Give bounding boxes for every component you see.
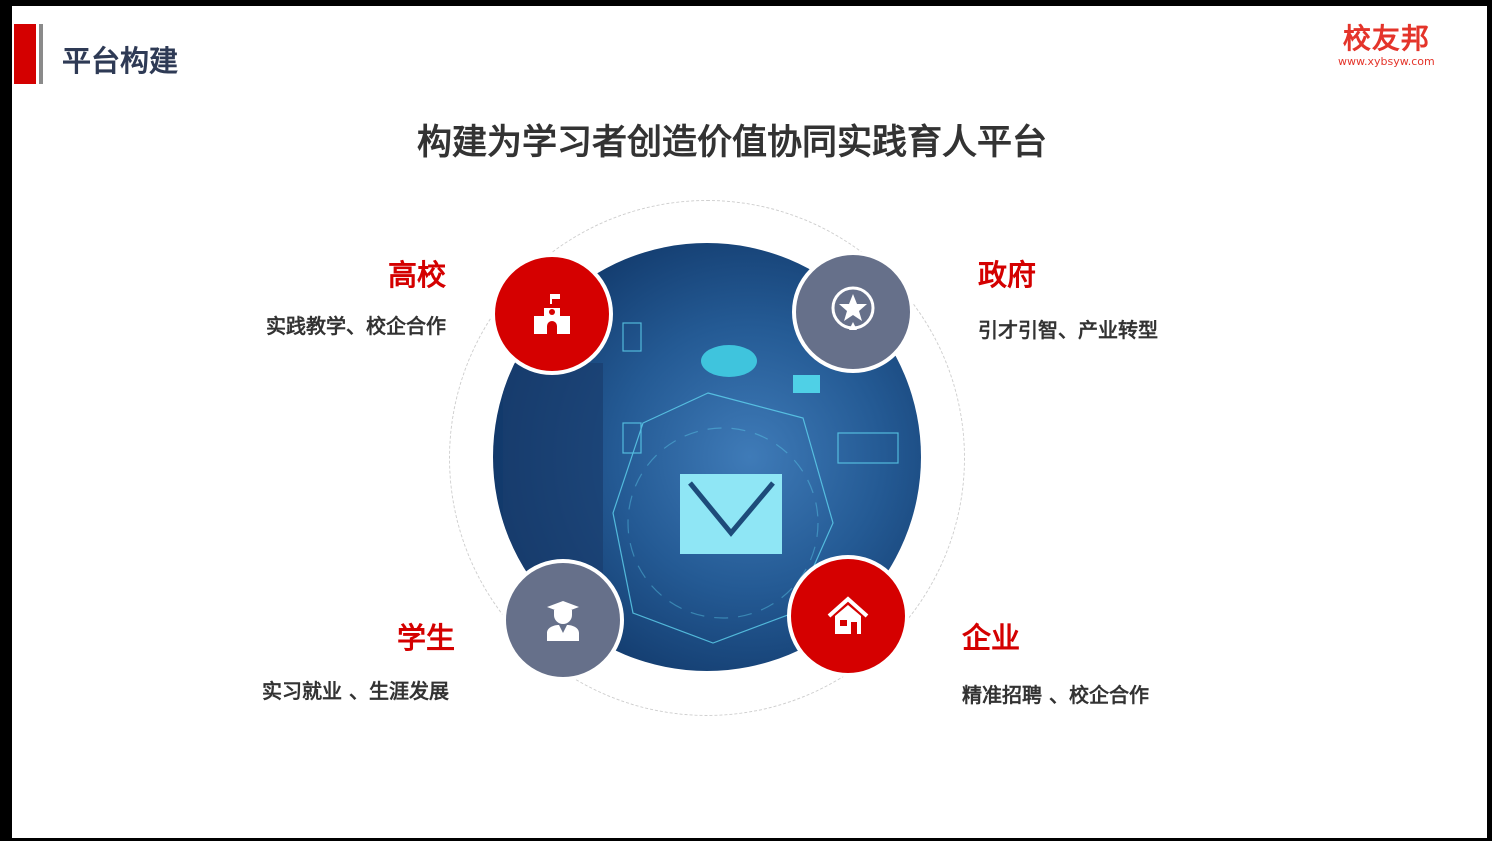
graduate-icon xyxy=(547,601,579,641)
house-icon xyxy=(827,596,869,634)
node-desc-university: 实践教学、校企合作 xyxy=(266,314,446,338)
page-title: 构建为学习者创造价值协同实践育人平台 xyxy=(416,123,1047,163)
school-badge xyxy=(491,253,613,375)
header-accent-bar xyxy=(14,24,36,84)
node-desc-student: 实习就业 、生涯发展 xyxy=(262,679,449,703)
logo: 校友邦 www.xybsyw.com xyxy=(1338,22,1435,68)
school-icon xyxy=(534,294,570,334)
star-badge-icon xyxy=(831,286,875,330)
government-badge xyxy=(792,251,914,373)
node-label-enterprise: 企业 xyxy=(962,621,1021,655)
node-label-university: 高校 xyxy=(387,258,446,292)
logo-url: www.xybsyw.com xyxy=(1338,55,1435,68)
node-label-student: 学生 xyxy=(396,621,455,655)
dashed-ring xyxy=(449,200,965,716)
node-desc-government: 引才引智、产业转型 xyxy=(978,318,1158,342)
node-label-government: 政府 xyxy=(978,258,1037,292)
node-desc-enterprise: 精准招聘 、校企合作 xyxy=(962,683,1149,707)
enterprise-badge xyxy=(787,555,909,677)
section-title: 平台构建 xyxy=(62,44,179,78)
header-divider xyxy=(39,24,43,84)
student-badge xyxy=(502,559,624,681)
logo-name: 校友邦 xyxy=(1342,22,1430,55)
